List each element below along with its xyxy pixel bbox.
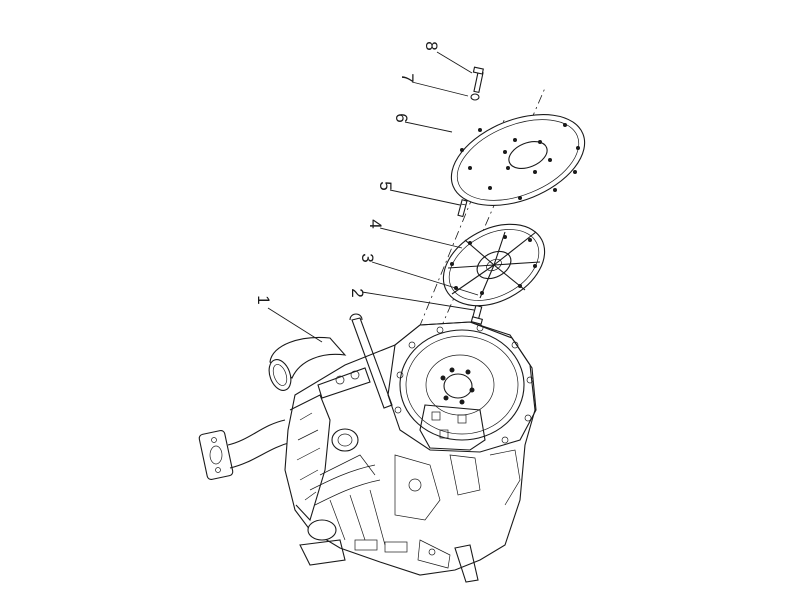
turbo-elbow <box>268 336 347 391</box>
drive-plate-part-6 <box>450 114 586 206</box>
dowel-pin-part-5 <box>457 199 468 218</box>
callout-5: 5 <box>376 181 395 190</box>
callout-4: 4 <box>366 219 385 228</box>
flex-plate-part-4 <box>442 223 546 307</box>
callout-labels: 1 2 3 4 5 6 7 8 <box>254 41 441 304</box>
leader-lines <box>267 51 479 343</box>
callout-6: 6 <box>392 113 411 122</box>
flywheel <box>399 329 525 441</box>
callout-3: 3 <box>358 253 377 262</box>
bolt-part-2 <box>470 304 484 325</box>
callout-2: 2 <box>348 288 367 297</box>
exhaust-flange <box>198 419 293 481</box>
callout-8: 8 <box>422 41 441 50</box>
bolt-part-8 <box>472 66 484 94</box>
housing-bolts <box>394 324 534 444</box>
callout-1: 1 <box>254 295 273 304</box>
engine-assembly <box>198 313 537 583</box>
callout-7: 7 <box>398 73 417 82</box>
washer-part-7 <box>470 93 480 101</box>
